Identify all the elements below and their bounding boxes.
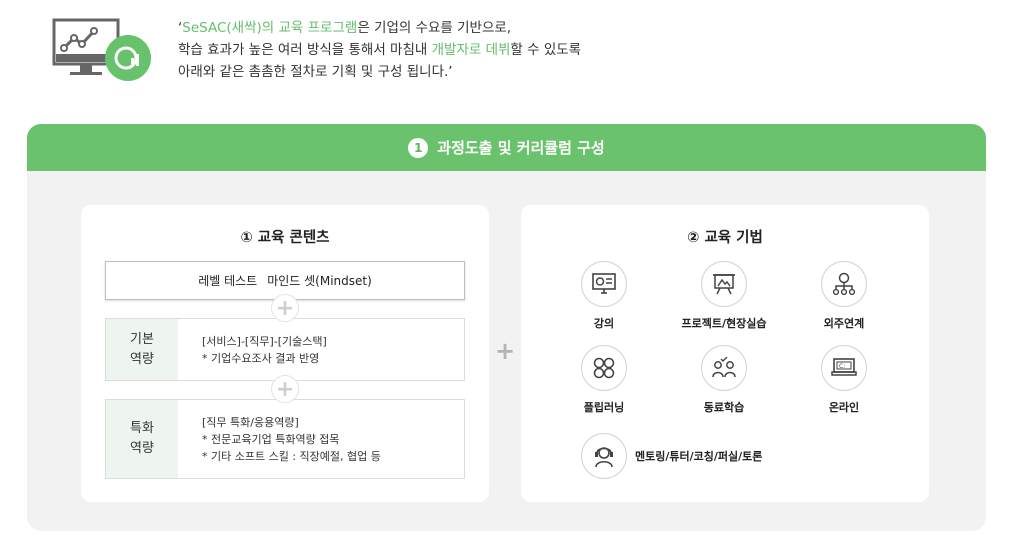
plus-icon: + — [271, 294, 299, 322]
online-icon: C: — [821, 345, 867, 391]
outsourcing-icon — [821, 261, 867, 307]
method-online: C: 온라인 — [789, 345, 899, 415]
method-lecture: 강의 — [549, 261, 659, 331]
project-icon — [701, 261, 747, 307]
curriculum-panel: 1 과정도출 및 커리큘럼 구성 ① 교육 콘텐츠 레벨 테스트 마인드 셋(M… — [27, 124, 986, 531]
panel-header: 1 과정도출 및 커리큘럼 구성 — [27, 124, 986, 171]
intro-line-2: 학습 효과가 높은 여러 방식을 통해서 마침내 개발자로 데뷔할 수 있도록 — [178, 42, 582, 58]
basic-skills-body: [서비스]-[직무]-[기술스택] * 기업수요조사 결과 반영 — [202, 334, 327, 365]
step-number-badge: 1 — [408, 137, 429, 158]
peer-learning-icon — [701, 345, 747, 391]
method-flipped-learning: 플립러닝 — [549, 345, 659, 415]
panel-title: 과정도출 및 커리큘럼 구성 — [437, 139, 605, 157]
methods-card: ② 교육 기법 강의 프로젝트/현장실습 외주연계 플립러닝 — [521, 205, 929, 502]
level-test-label: 레벨 테스트 — [198, 274, 258, 288]
plus-icon: + — [271, 375, 299, 403]
svg-text:C:: C: — [839, 363, 845, 370]
lecture-icon — [581, 261, 627, 307]
special-skills-body: [직무 특화/응용역량] * 전문교육기업 특화역량 접목 * 기타 소프트 스… — [202, 415, 381, 463]
method-outsourcing: 외주연계 — [789, 261, 899, 331]
level-test-box: 레벨 테스트 마인드 셋(Mindset) — [105, 261, 465, 300]
mindset-label: 마인드 셋(Mindset) — [267, 274, 372, 288]
intro-text: ‘SeSAC(새싹)의 교육 프로그램은 기업의 수요를 기반으로, 학습 효과… — [178, 17, 581, 83]
method-peer-learning: 동료학습 — [669, 345, 779, 415]
contents-title: ① 교육 콘텐츠 — [240, 230, 330, 246]
method-mentoring: 멘토링/튜터/코칭/퍼실/토론 — [581, 433, 762, 479]
method-project: 프로젝트/현장실습 — [669, 261, 779, 331]
flipped-learning-icon — [581, 345, 627, 391]
mentoring-icon — [581, 433, 627, 479]
plus-icon: + — [495, 337, 516, 365]
intro-line-1: ‘SeSAC(새싹)의 교육 프로그램은 기업의 수요를 기반으로, — [178, 20, 512, 36]
methods-title: ② 교육 기법 — [687, 230, 763, 246]
monitor-chart-icon — [52, 18, 152, 82]
intro-line-3: 아래와 같은 촘촘한 절차로 기획 및 구성 됩니다.’ — [178, 64, 453, 80]
